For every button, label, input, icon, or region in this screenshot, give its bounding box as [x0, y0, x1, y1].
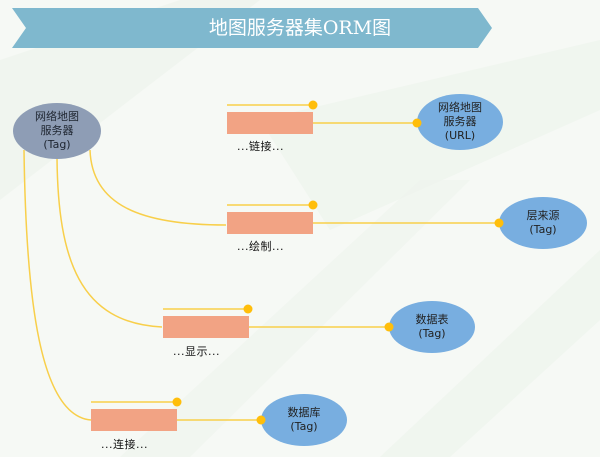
target-line: 数据表 — [415, 313, 449, 326]
target-node-layer-source[interactable] — [499, 197, 587, 249]
target-node-text-url: 网络地图 服务器 (URL) — [417, 101, 503, 143]
connector-root-draw — [89, 149, 227, 226]
root-node-web-map-server[interactable] — [13, 103, 101, 159]
relation-box-connect[interactable] — [91, 409, 177, 431]
target-draw-dot — [494, 218, 504, 228]
target-line: 层来源 — [526, 209, 560, 222]
page-title: 地图服务器集ORM图 — [208, 17, 392, 39]
root-line: (Tag) — [43, 138, 71, 151]
root-line: 服务器 — [40, 124, 74, 137]
relation-display-dot — [243, 304, 253, 314]
banner-arrow-shape — [12, 8, 492, 48]
root-line: 网络地图 — [35, 110, 79, 123]
target-connect-dot — [256, 415, 266, 425]
relation-label-connect: ...连接... — [101, 438, 148, 451]
target-line: 数据库 — [287, 406, 321, 419]
root-node-text: 网络地图 服务器 (Tag) — [13, 110, 101, 152]
target-line: (Tag) — [529, 223, 557, 236]
target-node-data-table[interactable] — [389, 301, 475, 353]
connector-root-connect — [23, 149, 92, 421]
target-node-text-database: 数据库 (Tag) — [261, 406, 347, 434]
relation-draw-dot — [308, 200, 318, 210]
relation-box-link[interactable] — [227, 112, 313, 134]
relation-label-display: ...显示... — [173, 345, 220, 358]
relation-label-draw: ...绘制... — [237, 240, 284, 253]
relation-link-dot — [308, 100, 318, 110]
target-line: 服务器 — [443, 115, 477, 128]
target-node-text-data-table: 数据表 (Tag) — [389, 313, 475, 341]
target-node-web-map-server-url[interactable] — [417, 94, 503, 150]
relation-connect-dot — [172, 397, 182, 407]
target-display-dot — [384, 322, 394, 332]
target-line: (URL) — [444, 129, 476, 142]
target-line: (Tag) — [290, 420, 318, 433]
connector-root-display — [56, 157, 163, 328]
title-banner — [12, 8, 492, 48]
target-node-database[interactable] — [261, 394, 347, 446]
relation-box-draw[interactable] — [227, 212, 313, 234]
target-node-text-layer-source: 层来源 (Tag) — [499, 209, 587, 237]
relation-box-display[interactable] — [163, 316, 249, 338]
target-link-dot — [412, 118, 422, 128]
target-line: (Tag) — [418, 327, 446, 340]
relation-label-link: ...链接... — [237, 140, 284, 153]
target-line: 网络地图 — [438, 101, 482, 114]
